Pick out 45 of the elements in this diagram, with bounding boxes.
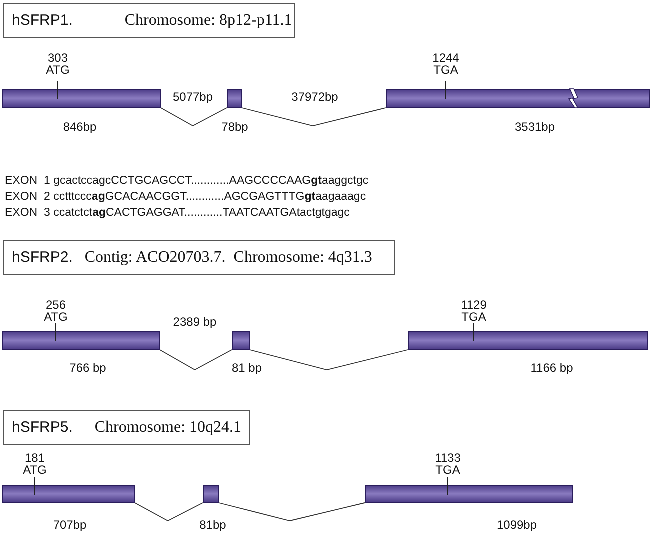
exon-bar [365, 485, 573, 503]
codon-label: 256 ATG [44, 299, 68, 323]
codon-label: 303 ATG [46, 52, 70, 76]
gene-name: hSFRP2. [12, 249, 73, 266]
intron-line [218, 502, 366, 522]
exon-bar [203, 485, 219, 503]
intron-length-label: 2389 bp [173, 316, 217, 328]
title-box [3, 3, 295, 38]
exon-bar [232, 331, 250, 350]
intron-line [242, 108, 386, 126]
title-box [3, 240, 395, 275]
length-label: 78bp [222, 121, 248, 133]
intron-line [134, 502, 204, 522]
intron-line [160, 350, 232, 371]
intron-line [250, 350, 408, 370]
sequence-line: EXON 3 ccatctctagCACTGAGGAT............TAATCAATGAtactgtgagc [5, 207, 350, 219]
gene-name: hSFRP5. [12, 419, 73, 436]
length-label: 766 bp [70, 362, 106, 374]
gene-name: hSFRP1. [12, 12, 73, 29]
exon-bar [408, 331, 648, 350]
intron-length-label: 37972bp [292, 91, 338, 103]
length-label: 1166 bp [530, 362, 574, 374]
length-label: 3531bp [514, 121, 556, 133]
exon-bar [227, 89, 242, 108]
length-label: 81 bp [232, 362, 262, 374]
locus-label: Contig: ACO20703.7. Chromosome: 4q31.3 [84, 248, 372, 266]
locus-label: Chromosome: 8p12-p11.1 [124, 12, 292, 30]
codon-label: 181 ATG [23, 452, 47, 476]
exon-bar [2, 485, 135, 503]
intron-length-label: 5077bp [172, 91, 214, 103]
sequence-line: EXON 2 cctttcccagGCACAACGGT............AGCGAGTTTGgtaagaaagc [5, 191, 366, 203]
sequence-line: EXON 1 gcactccagcCCTGCAGCCT............AAGCCCCAAGgtaaggctgc [5, 175, 369, 187]
exon-bar [386, 89, 650, 108]
length-label: 707bp [53, 519, 87, 531]
intron-line [160, 108, 228, 127]
length-label: 846bp [63, 121, 97, 133]
length-label: 81bp [200, 519, 226, 531]
exon-bar [2, 331, 160, 350]
codon-label: 1244 TGA [432, 52, 460, 76]
codon-label: 1133 TGA [435, 452, 461, 476]
title-box [3, 410, 250, 445]
locus-label: Chromosome: 10q24.1 [94, 418, 242, 436]
length-label: 1099bp [496, 519, 538, 531]
exon-bar [2, 89, 161, 108]
codon-label: 1129 TGA [461, 299, 487, 323]
